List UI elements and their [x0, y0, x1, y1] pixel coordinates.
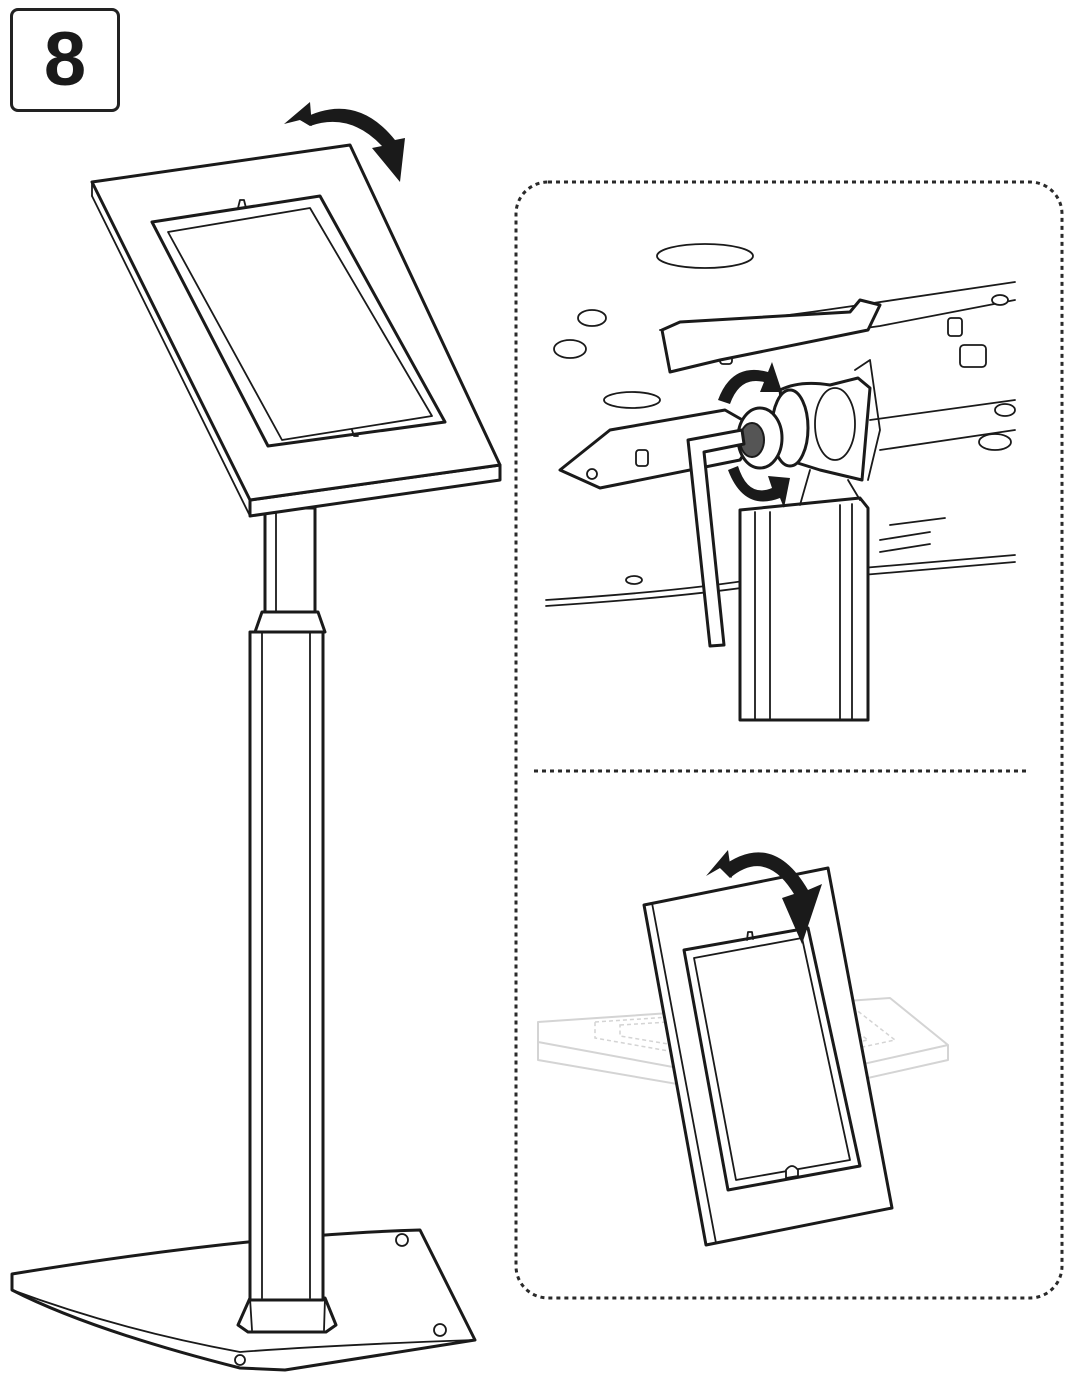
tablet-enclosure — [90, 143, 502, 518]
step-badge: 8 — [10, 8, 120, 112]
hex-key-icon — [686, 428, 746, 648]
upright-enclosure — [642, 866, 894, 1247]
rotate-arrow-icon — [706, 850, 822, 944]
rotate-arrow-icon — [284, 102, 405, 182]
hinge-detail — [545, 243, 1016, 722]
rotate-arrow-icon — [718, 362, 790, 508]
tilt-detail — [537, 850, 949, 1247]
kiosk-stand — [10, 102, 502, 1372]
upper-column — [263, 506, 317, 614]
base-plate — [10, 1228, 477, 1372]
detail-panel — [514, 180, 1064, 1300]
step-number: 8 — [43, 17, 87, 102]
lower-column — [248, 630, 325, 1302]
